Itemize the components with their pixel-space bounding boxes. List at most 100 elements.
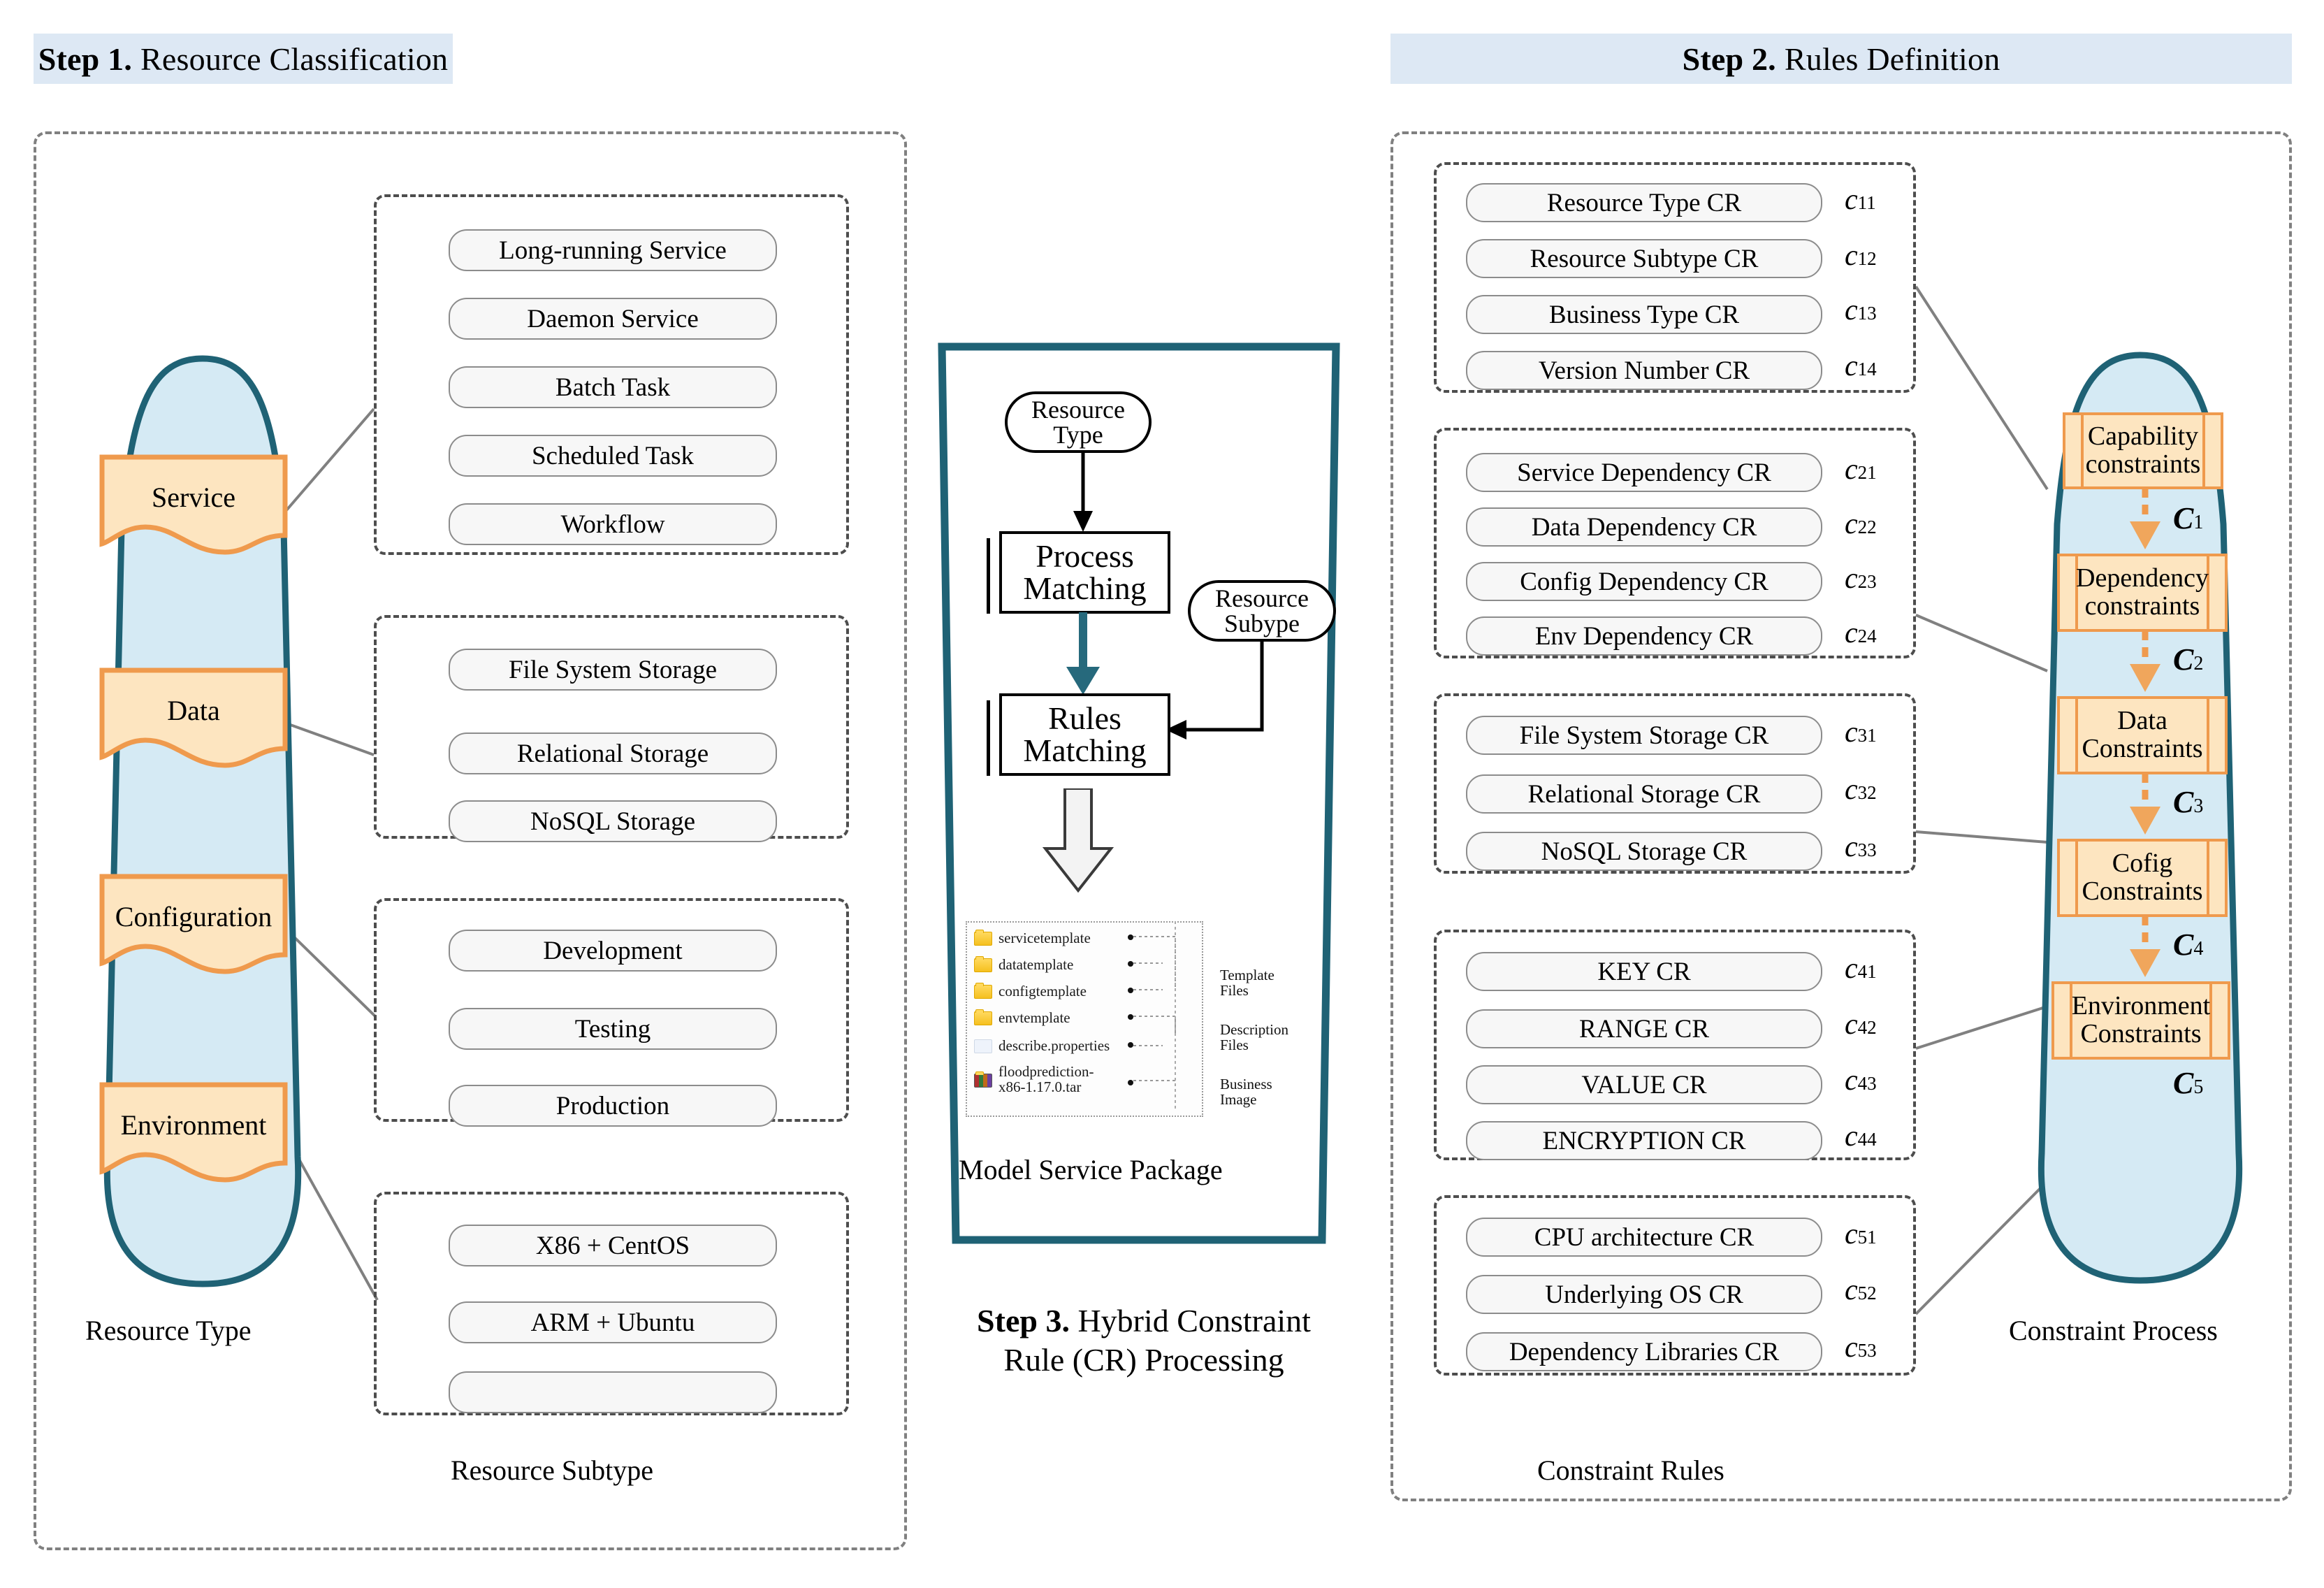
bullet-dot	[1128, 961, 1133, 967]
subtype-pill[interactable]: File System Storage	[449, 649, 777, 691]
subtype-group-environment	[374, 1192, 849, 1415]
subtype-pill[interactable]: Batch Task	[449, 366, 777, 408]
constraint-arrow	[2130, 774, 2160, 835]
subtype-pill[interactable]: Relational Storage	[449, 732, 777, 774]
subtype-pill[interactable]: Testing	[449, 1008, 777, 1050]
subtype-pill[interactable]: NoSQL Storage	[449, 800, 777, 842]
package-file-row: servicetemplate	[974, 929, 1091, 947]
step2-label: Step 2.	[1682, 41, 1776, 77]
model-service-package-listing	[966, 921, 1203, 1117]
subtype-pill-empty[interactable]	[449, 1371, 777, 1413]
cr-group-1	[1434, 162, 1916, 393]
package-file-name: describe.properties	[998, 1037, 1110, 1054]
bullet-dot	[1128, 1042, 1133, 1048]
cr-pill[interactable]: Resource Type CR	[1466, 183, 1822, 222]
step1-banner: Step 1. Resource Classification	[34, 34, 453, 84]
block-arrow-down	[1042, 788, 1114, 893]
subtype-group-service	[374, 194, 849, 555]
resource-type-configuration: Configuration	[99, 874, 288, 979]
package-file-name: envtemplate	[998, 1009, 1070, 1026]
cr-pill[interactable]: Env Dependency CR	[1466, 616, 1822, 656]
step3-line1: Hybrid Constraint	[1077, 1303, 1311, 1338]
resource-type-service: Service	[99, 454, 288, 559]
process-line2: Matching	[1023, 732, 1147, 768]
cr-pill[interactable]: Business Type CR	[1466, 295, 1822, 334]
folder-icon	[974, 1009, 992, 1025]
subtype-pill[interactable]: Scheduled Task	[449, 435, 777, 477]
terminator-line2: Type	[1053, 421, 1103, 449]
rules-matching-box: Rules Matching	[999, 693, 1170, 776]
type-label: Environment	[120, 1109, 267, 1141]
subtype-pill[interactable]: Production	[449, 1085, 777, 1127]
cr-pill[interactable]: VALUE CR	[1466, 1065, 1822, 1104]
step2-title: Rules Definition	[1784, 41, 2000, 77]
cr-pill[interactable]: CPU architecture CR	[1466, 1218, 1822, 1257]
process-matching-left-bar	[987, 538, 990, 614]
subtype-pill[interactable]: ARM + Ubuntu	[449, 1301, 777, 1343]
cr-pill[interactable]: ENCRYPTION CR	[1466, 1121, 1822, 1160]
package-file-row: configtemplate	[974, 982, 1087, 1000]
terminator-resource-subtype: Resource Subype	[1188, 580, 1336, 642]
step3-label: Step 3.	[977, 1303, 1070, 1338]
cr-pill[interactable]: Version Number CR	[1466, 351, 1822, 390]
cr-pill[interactable]: Dependency Libraries CR	[1466, 1332, 1822, 1371]
subtype-pill[interactable]: Daemon Service	[449, 298, 777, 340]
step1-panel	[34, 131, 907, 1550]
cr-pill[interactable]: Config Dependency CR	[1466, 562, 1822, 601]
step2-banner: Step 2. Rules Definition	[1390, 34, 2292, 84]
cr-pill[interactable]: Service Dependency CR	[1466, 453, 1822, 492]
cr-pill[interactable]: Resource Subtype CR	[1466, 239, 1822, 278]
package-side-label: Template Files	[1220, 967, 1274, 999]
arrow-process-to-rules	[1066, 612, 1100, 695]
step2-panel	[1390, 131, 2292, 1501]
cr-pill[interactable]: RANGE CR	[1466, 1009, 1822, 1048]
constraint-arrow	[2130, 489, 2160, 549]
package-file-name-cont: x86-1.17.0.tar	[998, 1078, 1082, 1096]
cr-pill[interactable]: Relational Storage CR	[1466, 774, 1822, 814]
terminator-line1: Resource	[1215, 584, 1309, 612]
bullet-dot	[1128, 1080, 1133, 1085]
cr-pill[interactable]: Data Dependency CR	[1466, 507, 1822, 547]
package-side-label: Description Files	[1220, 1021, 1288, 1054]
process-line1: Rules	[1048, 700, 1121, 736]
subtype-pill[interactable]: Long-running Service	[449, 229, 777, 271]
process-line2: Matching	[1023, 570, 1147, 606]
cr-pill[interactable]: File System Storage CR	[1466, 716, 1822, 755]
type-label: Data	[167, 694, 220, 726]
subtype-pill[interactable]: Development	[449, 930, 777, 972]
subtype-pill[interactable]: Workflow	[449, 503, 777, 545]
step3-caption: Step 3. Hybrid Constraint Rule (CR) Proc…	[917, 1301, 1371, 1380]
resource-type-environment: Environment	[99, 1082, 288, 1187]
package-file-name: configtemplate	[998, 983, 1087, 999]
rules-matching-left-bar	[987, 700, 990, 776]
package-file-row: envtemplate	[974, 1009, 1070, 1027]
bullet-dot	[1128, 934, 1133, 940]
subtype-pill[interactable]: X86 + CentOS	[449, 1225, 777, 1266]
cr-group-3	[1434, 693, 1916, 874]
resource-subtype-axis-label: Resource Subtype	[451, 1455, 653, 1486]
process-line1: Process	[1036, 538, 1134, 574]
cr-pill[interactable]: Underlying OS CR	[1466, 1275, 1822, 1314]
arrow-subtype-to-rules	[1165, 640, 1264, 739]
cr-pill[interactable]: KEY CR	[1466, 952, 1822, 991]
package-file-name: datatemplate	[998, 956, 1074, 973]
properties-file-icon	[974, 1039, 992, 1053]
cr-pill[interactable]: NoSQL Storage CR	[1466, 832, 1822, 871]
